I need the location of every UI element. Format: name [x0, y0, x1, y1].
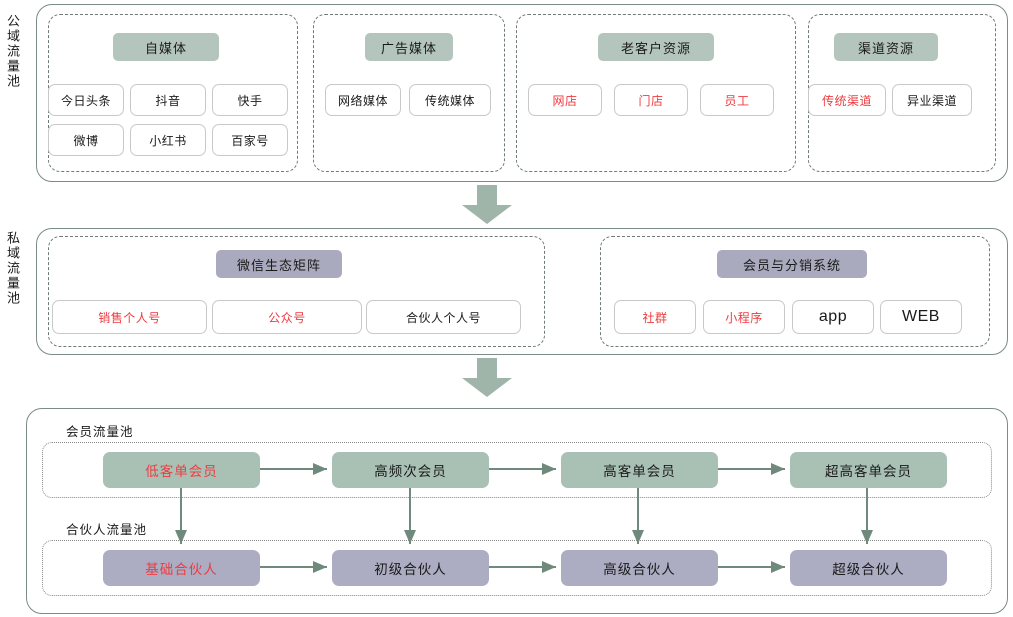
pill-xiaohongshu[interactable]: 小红书: [130, 124, 206, 156]
node-super-high-ticket-member[interactable]: 超高客单会员: [790, 452, 947, 488]
pill-traditional-channel[interactable]: 传统渠道: [808, 84, 886, 116]
public-pool-side-label: 公域流量池: [4, 14, 20, 89]
node-junior-partner[interactable]: 初级合伙人: [332, 550, 489, 586]
pill-kuaishou[interactable]: 快手: [212, 84, 288, 116]
pill-traditional-media[interactable]: 传统媒体: [409, 84, 491, 116]
pill-web[interactable]: WEB: [880, 300, 962, 334]
pill-employee[interactable]: 员工: [700, 84, 774, 116]
pill-network-media[interactable]: 网络媒体: [325, 84, 401, 116]
pill-mini-program[interactable]: 小程序: [703, 300, 785, 334]
group-title-wechat-matrix: 微信生态矩阵: [216, 250, 342, 278]
pill-partner-personal-account[interactable]: 合伙人个人号: [366, 300, 521, 334]
private-pool-side-label: 私域流量池: [4, 231, 20, 306]
group-title-ad-media: 广告媒体: [365, 33, 453, 61]
pill-community[interactable]: 社群: [614, 300, 696, 334]
group-title-self-media: 自媒体: [113, 33, 219, 61]
member-lane-label: 会员流量池: [66, 425, 134, 439]
flow-arrow-public-to-private: [460, 185, 514, 225]
pill-weibo[interactable]: 微博: [48, 124, 124, 156]
node-senior-partner[interactable]: 高级合伙人: [561, 550, 718, 586]
pill-cross-industry-channel[interactable]: 异业渠道: [892, 84, 972, 116]
pill-baijiahao[interactable]: 百家号: [212, 124, 288, 156]
group-title-member-distribution-system: 会员与分销系统: [717, 250, 867, 278]
node-low-ticket-member[interactable]: 低客单会员: [103, 452, 260, 488]
partner-lane-label: 合伙人流量池: [66, 523, 148, 537]
flow-arrow-private-to-bottom: [460, 358, 514, 398]
pill-app[interactable]: app: [792, 300, 874, 334]
node-basic-partner[interactable]: 基础合伙人: [103, 550, 260, 586]
node-high-frequency-member[interactable]: 高频次会员: [332, 452, 489, 488]
pill-physical-store[interactable]: 门店: [614, 84, 688, 116]
pill-douyin[interactable]: 抖音: [130, 84, 206, 116]
pill-sales-personal-account[interactable]: 销售个人号: [52, 300, 207, 334]
node-high-ticket-member[interactable]: 高客单会员: [561, 452, 718, 488]
pill-online-store[interactable]: 网店: [528, 84, 602, 116]
group-title-channel-resources: 渠道资源: [834, 33, 938, 61]
pill-official-account[interactable]: 公众号: [212, 300, 362, 334]
group-title-existing-customers: 老客户资源: [598, 33, 714, 61]
node-super-partner[interactable]: 超级合伙人: [790, 550, 947, 586]
pill-jinri-toutiao[interactable]: 今日头条: [48, 84, 124, 116]
